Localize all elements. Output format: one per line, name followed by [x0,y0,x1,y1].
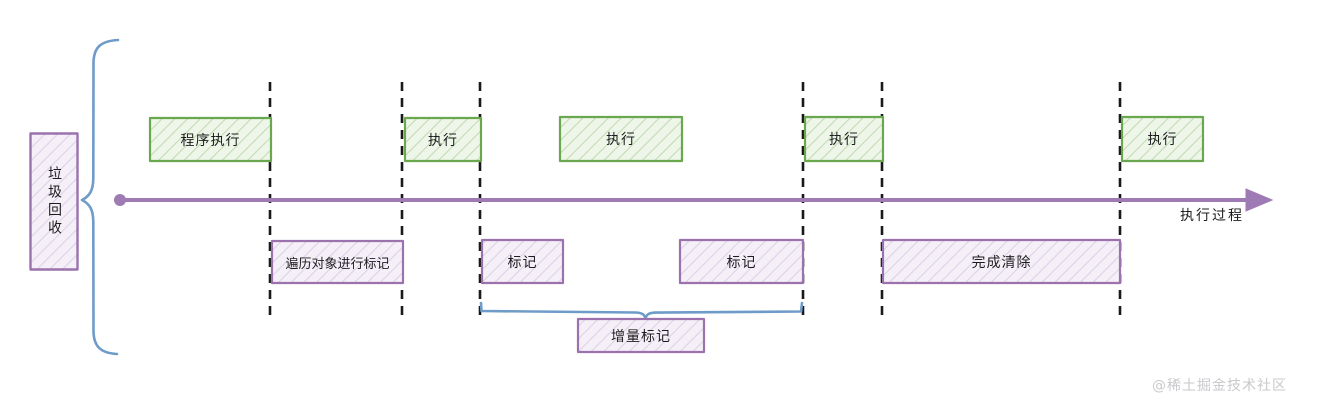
callout-box-shape [576,317,706,354]
gc-box-shapes [270,238,1122,285]
scope-brace-icon [80,38,120,356]
gc-title-box [29,132,79,271]
timeline-axis [114,188,1274,212]
axis-label: 执行过程 [1180,208,1244,224]
watermark-label: @稀土掘金技术社区 [1152,378,1287,394]
execution-box-shapes [148,115,1205,163]
incremental-bracket [479,301,804,321]
